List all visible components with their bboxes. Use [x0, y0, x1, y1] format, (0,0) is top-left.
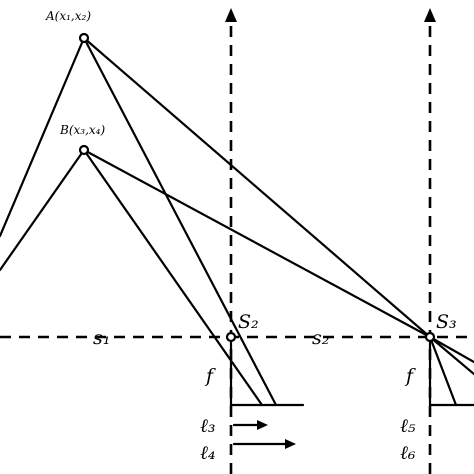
sensor-plane-right: [428, 335, 474, 407]
point-s2: [225, 331, 237, 343]
label-l6: ℓ₆: [400, 442, 416, 464]
ray-a-to-s3: [82, 36, 432, 339]
label-point-b: B(x₃,x₄): [59, 123, 105, 137]
arrow-right-icon-l4: [285, 439, 296, 449]
label-screen-s3: S₃: [436, 311, 457, 333]
point-b: [78, 144, 90, 156]
point-a: [78, 32, 90, 44]
label-s1: s₁: [93, 327, 110, 349]
ray-beyond-s3-a: [428, 335, 474, 376]
ray-beyond-s3-c: [428, 335, 458, 407]
arrow-up-icon-right: [424, 8, 436, 22]
sensor-plane-left: [229, 335, 305, 407]
edge-line-to-b: [0, 148, 86, 272]
label-f-left: f: [204, 365, 216, 387]
ray-a-to-l3: [82, 36, 278, 407]
arrow-up-icon-left: [225, 8, 237, 22]
label-point-a: A(x₁,x₂): [45, 9, 91, 23]
arrow-right-icon-l3: [257, 420, 268, 430]
label-f-right: f: [404, 365, 416, 387]
ray-b-to-l4: [82, 148, 264, 407]
ray-beyond-s3-b: [428, 335, 474, 364]
edge-line-to-a: [0, 36, 86, 238]
point-s3: [424, 331, 436, 343]
label-screen-s2: S₂: [238, 311, 259, 333]
label-l4: ℓ₄: [200, 442, 216, 464]
label-l5: ℓ₅: [400, 415, 416, 437]
label-s2-segment: s₂: [312, 327, 329, 349]
ray-b-to-s3: [82, 148, 432, 339]
label-l3: ℓ₃: [200, 415, 216, 437]
